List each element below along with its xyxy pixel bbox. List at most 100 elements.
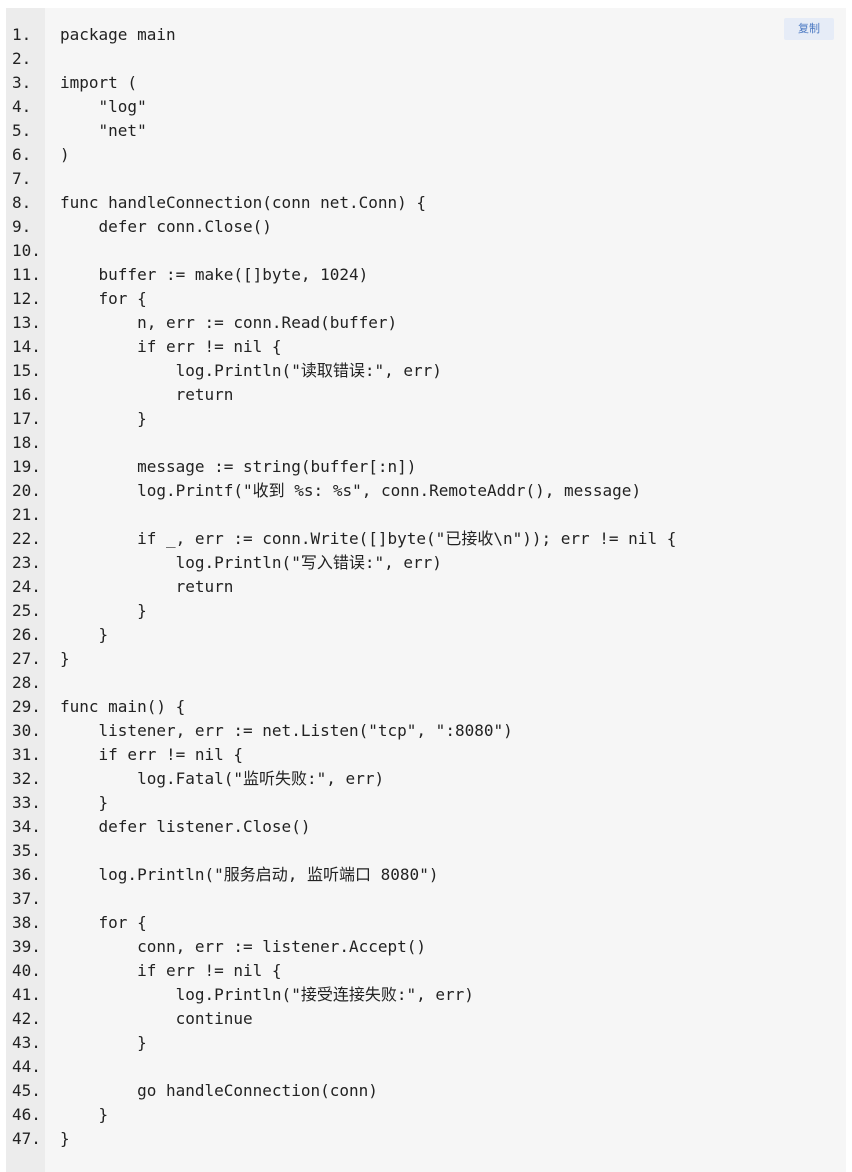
line-code: log.Println("写入错误:", err) bbox=[60, 553, 442, 572]
line-code: log.Println("服务启动, 监听端口 8080") bbox=[60, 865, 439, 884]
line-number: 27. bbox=[12, 649, 41, 668]
line-code: } bbox=[60, 601, 147, 620]
line-number: 25. bbox=[12, 601, 41, 620]
line-number: 31. bbox=[12, 745, 41, 764]
line-code: "net" bbox=[60, 121, 147, 140]
code-line: 1. package main bbox=[6, 23, 846, 47]
line-number: 1. bbox=[12, 25, 32, 44]
line-number: 28. bbox=[12, 673, 41, 692]
line-code: if _, err := conn.Write([]byte("已接收\n"))… bbox=[60, 529, 677, 548]
line-code: } bbox=[60, 625, 109, 644]
line-number: 32. bbox=[12, 769, 41, 788]
code-line: 4. "log" bbox=[6, 95, 846, 119]
code-line: 32. log.Fatal("监听失败:", err) bbox=[6, 767, 846, 791]
line-code: message := string(buffer[:n]) bbox=[60, 457, 417, 476]
line-code: if err != nil { bbox=[60, 961, 282, 980]
line-code: } bbox=[60, 649, 70, 668]
code-line: 8. func handleConnection(conn net.Conn) { bbox=[6, 191, 846, 215]
code-line: 12. for { bbox=[6, 287, 846, 311]
line-number: 24. bbox=[12, 577, 41, 596]
line-number: 29. bbox=[12, 697, 41, 716]
line-number: 39. bbox=[12, 937, 41, 956]
line-number: 22. bbox=[12, 529, 41, 548]
line-code: package main bbox=[60, 25, 176, 44]
line-code: if err != nil { bbox=[60, 745, 244, 764]
code-line: 27.} bbox=[6, 647, 846, 671]
line-code: } bbox=[60, 1129, 70, 1148]
code-line: 47.} bbox=[6, 1127, 846, 1151]
line-code: go handleConnection(conn) bbox=[60, 1081, 378, 1100]
line-code: n, err := conn.Read(buffer) bbox=[60, 313, 398, 332]
code-line: 17. } bbox=[6, 407, 846, 431]
code-line: 44. bbox=[6, 1055, 846, 1079]
line-code: conn, err := listener.Accept() bbox=[60, 937, 427, 956]
line-number: 41. bbox=[12, 985, 41, 1004]
line-number: 11. bbox=[12, 265, 41, 284]
code-line: 22. if _, err := conn.Write([]byte("已接收\… bbox=[6, 527, 846, 551]
line-number: 3. bbox=[12, 73, 32, 92]
code-line: 46. } bbox=[6, 1103, 846, 1127]
code-line: 33. } bbox=[6, 791, 846, 815]
line-number: 46. bbox=[12, 1105, 41, 1124]
code-line: 10. bbox=[6, 239, 846, 263]
line-number: 45. bbox=[12, 1081, 41, 1100]
line-number: 13. bbox=[12, 313, 41, 332]
code-line: 43. } bbox=[6, 1031, 846, 1055]
code-line: 15. log.Println("读取错误:", err) bbox=[6, 359, 846, 383]
line-code: listener, err := net.Listen("tcp", ":808… bbox=[60, 721, 513, 740]
code-line: 23. log.Println("写入错误:", err) bbox=[6, 551, 846, 575]
code-line: 13. n, err := conn.Read(buffer) bbox=[6, 311, 846, 335]
code-line: 14. if err != nil { bbox=[6, 335, 846, 359]
code-line: 7. bbox=[6, 167, 846, 191]
line-number: 17. bbox=[12, 409, 41, 428]
code-line: 26. } bbox=[6, 623, 846, 647]
code-line: 11. buffer := make([]byte, 1024) bbox=[6, 263, 846, 287]
line-code: return bbox=[60, 385, 234, 404]
line-number: 20. bbox=[12, 481, 41, 500]
line-number: 21. bbox=[12, 505, 41, 524]
code-line: 9. defer conn.Close() bbox=[6, 215, 846, 239]
line-code: } bbox=[60, 409, 147, 428]
line-number: 15. bbox=[12, 361, 41, 380]
line-number: 34. bbox=[12, 817, 41, 836]
copy-button[interactable]: 复制 bbox=[784, 18, 834, 40]
line-number: 10. bbox=[12, 241, 41, 260]
code-line: 35. bbox=[6, 839, 846, 863]
line-code: defer conn.Close() bbox=[60, 217, 272, 236]
code-line: 31. if err != nil { bbox=[6, 743, 846, 767]
code-line: 30. listener, err := net.Listen("tcp", "… bbox=[6, 719, 846, 743]
line-number: 37. bbox=[12, 889, 41, 908]
code-line: 34. defer listener.Close() bbox=[6, 815, 846, 839]
line-number: 9. bbox=[12, 217, 32, 236]
line-number: 42. bbox=[12, 1009, 41, 1028]
line-number: 30. bbox=[12, 721, 41, 740]
line-number: 14. bbox=[12, 337, 41, 356]
line-code: } bbox=[60, 1033, 147, 1052]
line-code: import ( bbox=[60, 73, 138, 92]
line-code: } bbox=[60, 1105, 109, 1124]
line-number: 47. bbox=[12, 1129, 41, 1148]
line-number: 36. bbox=[12, 865, 41, 884]
line-code: func handleConnection(conn net.Conn) { bbox=[60, 193, 427, 212]
line-number: 18. bbox=[12, 433, 41, 452]
code-line: 42. continue bbox=[6, 1007, 846, 1031]
line-number: 35. bbox=[12, 841, 41, 860]
line-code: if err != nil { bbox=[60, 337, 282, 356]
line-number: 23. bbox=[12, 553, 41, 572]
line-code: defer listener.Close() bbox=[60, 817, 311, 836]
line-number: 38. bbox=[12, 913, 41, 932]
code-line: 28. bbox=[6, 671, 846, 695]
code-line: 45. go handleConnection(conn) bbox=[6, 1079, 846, 1103]
code-line: 19. message := string(buffer[:n]) bbox=[6, 455, 846, 479]
code-line: 36. log.Println("服务启动, 监听端口 8080") bbox=[6, 863, 846, 887]
line-number: 44. bbox=[12, 1057, 41, 1076]
code-line: 37. bbox=[6, 887, 846, 911]
code-line: 25. } bbox=[6, 599, 846, 623]
line-code: log.Fatal("监听失败:", err) bbox=[60, 769, 385, 788]
code-line: 3. import ( bbox=[6, 71, 846, 95]
line-number: 8. bbox=[12, 193, 32, 212]
code-line: 38. for { bbox=[6, 911, 846, 935]
line-number: 6. bbox=[12, 145, 32, 164]
line-number: 33. bbox=[12, 793, 41, 812]
